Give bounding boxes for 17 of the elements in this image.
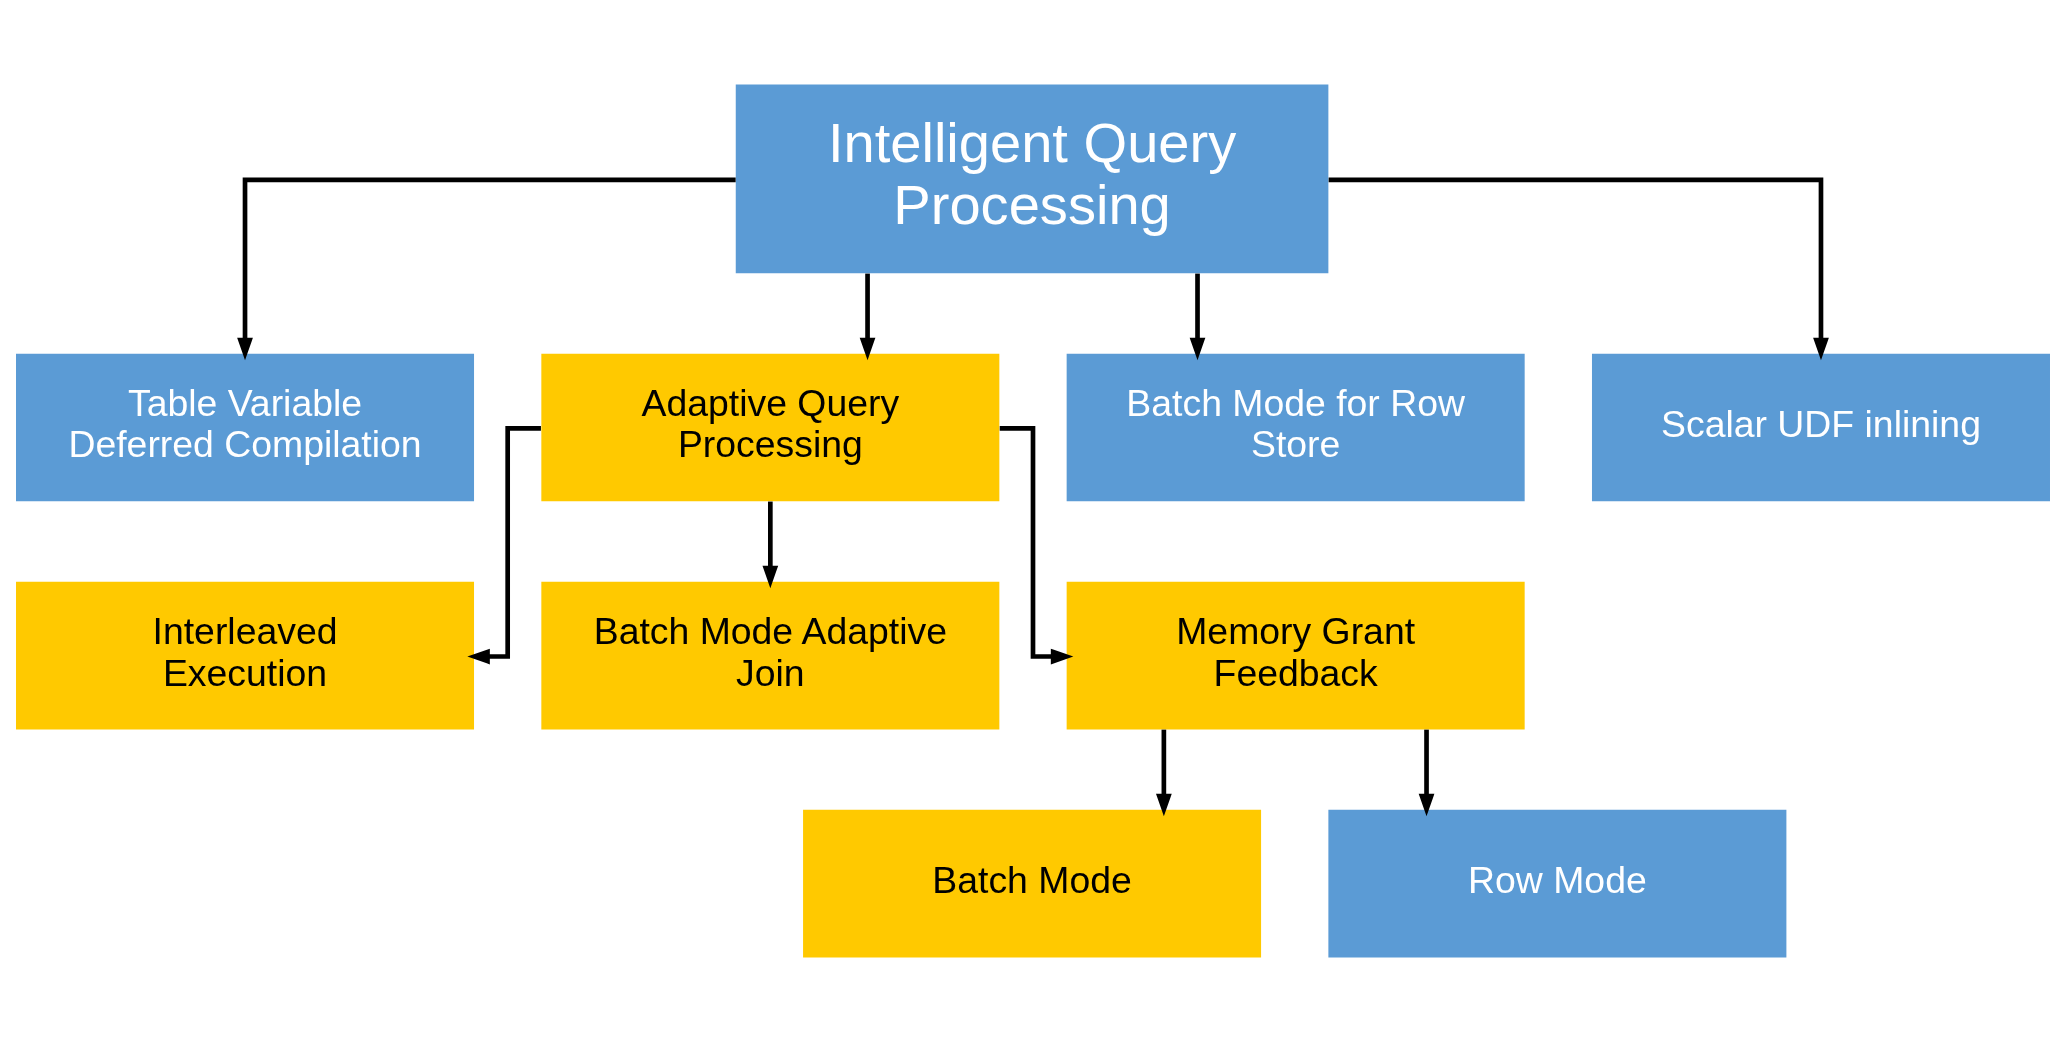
arrow (1156, 729, 1172, 817)
node-box: Memory Grant Feedback (1066, 581, 1525, 730)
arrow (762, 501, 779, 589)
node-box: Adaptive Query Processing (541, 353, 1000, 502)
arrow (237, 177, 736, 361)
arrow (859, 273, 876, 361)
arrow (1418, 729, 1435, 817)
node-box: Batch Mode for Row Store (1066, 353, 1525, 502)
node-box: Interleaved Execution (16, 581, 475, 730)
node-box: Scalar UDF inlining (1591, 353, 2050, 502)
node-box: Row Mode (1328, 809, 1787, 958)
node-box: Batch Mode (803, 809, 1262, 958)
node-box: Batch Mode Adaptive Join (541, 581, 1000, 730)
node-box: Table Variable Deferred Compilation (16, 353, 475, 502)
node-box: Intelligent Query Processing (735, 84, 1329, 274)
arrow (1328, 177, 1829, 361)
arrow (1189, 273, 1206, 361)
